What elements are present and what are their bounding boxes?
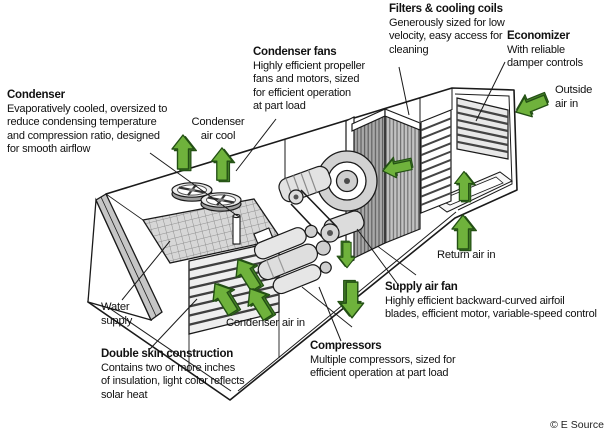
callout-condenser-body: Evaporatively cooled, oversized to reduc…: [7, 102, 168, 156]
callout-supply-air-fan-body: Highly efficient backward-curved airfoil…: [385, 294, 597, 321]
callout-condenser-fans-body: Highly efficient propeller fans and moto…: [253, 59, 365, 113]
callout-economizer-body: With reliable damper controls: [507, 43, 583, 70]
callout-filters-body: Generously sized for low velocity, easy …: [389, 16, 505, 56]
callout-compressors-title: Compressors: [310, 340, 382, 352]
callout-compressors-body: Multiple compressors, sized for efficien…: [310, 353, 456, 380]
flow-label-condenser-air-in: Condenser air in: [226, 317, 305, 329]
leader-supply-fan: [356, 228, 400, 287]
fan-motor-icon: [278, 165, 365, 243]
economizer-louver: [456, 97, 509, 160]
leader-condenser-fans: [235, 118, 277, 172]
callout-filters-title: Filters & cooling coils: [389, 3, 503, 15]
callout-condenser-fans-title: Condenser fans: [253, 46, 337, 58]
leader-lines: [121, 61, 506, 350]
flow-label-return-air-in: Return air in: [437, 249, 496, 261]
leader-double-skin: [149, 298, 198, 350]
leader-filters: [398, 66, 410, 116]
leader-condenser: [149, 152, 240, 218]
supply-fan-icon: [316, 150, 378, 212]
callout-economizer-title: Economizer: [507, 30, 570, 42]
leader-compressors: [318, 286, 342, 342]
callout-double-skin-body: Contains two or more inches of insulatio…: [101, 361, 245, 401]
flow-label-water-supply: Water supply: [101, 301, 133, 327]
callout-condenser-fans: Condenser fans Highly efficient propelle…: [253, 46, 401, 114]
callout-supply-air-fan-title: Supply air fan: [385, 281, 458, 293]
callout-economizer: Economizer With reliable damper controls: [507, 30, 607, 71]
left-end-panel: [87, 193, 163, 322]
compressors-icon: [253, 224, 332, 295]
image-credit: © E Source: [550, 419, 604, 431]
callout-double-skin-construction: Double skin construction Contains two or…: [101, 348, 283, 402]
callout-condenser-title: Condenser: [7, 89, 65, 101]
water-pipe: [232, 213, 241, 245]
leader-water-supply: [121, 240, 171, 301]
callout-double-skin-title: Double skin construction: [101, 348, 234, 360]
return-damper-louver: [420, 109, 452, 214]
callout-supply-air-fan: Supply air fan Highly efficient backward…: [385, 281, 609, 322]
callout-compressors: Compressors Multiple compressors, sized …: [310, 340, 488, 381]
callout-condenser: Condenser Evaporatively cooled, oversize…: [7, 89, 189, 157]
airflow-arrow-outside-air: [511, 87, 552, 123]
airflow-arrow-return-below: [451, 214, 477, 252]
flow-label-outside-air-in: Outside air in: [555, 84, 593, 110]
callout-filters-cooling-coils: Filters & cooling coils Generously sized…: [389, 3, 557, 57]
leader-economizer: [475, 61, 506, 122]
condenser-fan-icon-2: [200, 192, 242, 212]
flow-label-condenser-air-cool: Condenser air cool: [191, 116, 245, 142]
